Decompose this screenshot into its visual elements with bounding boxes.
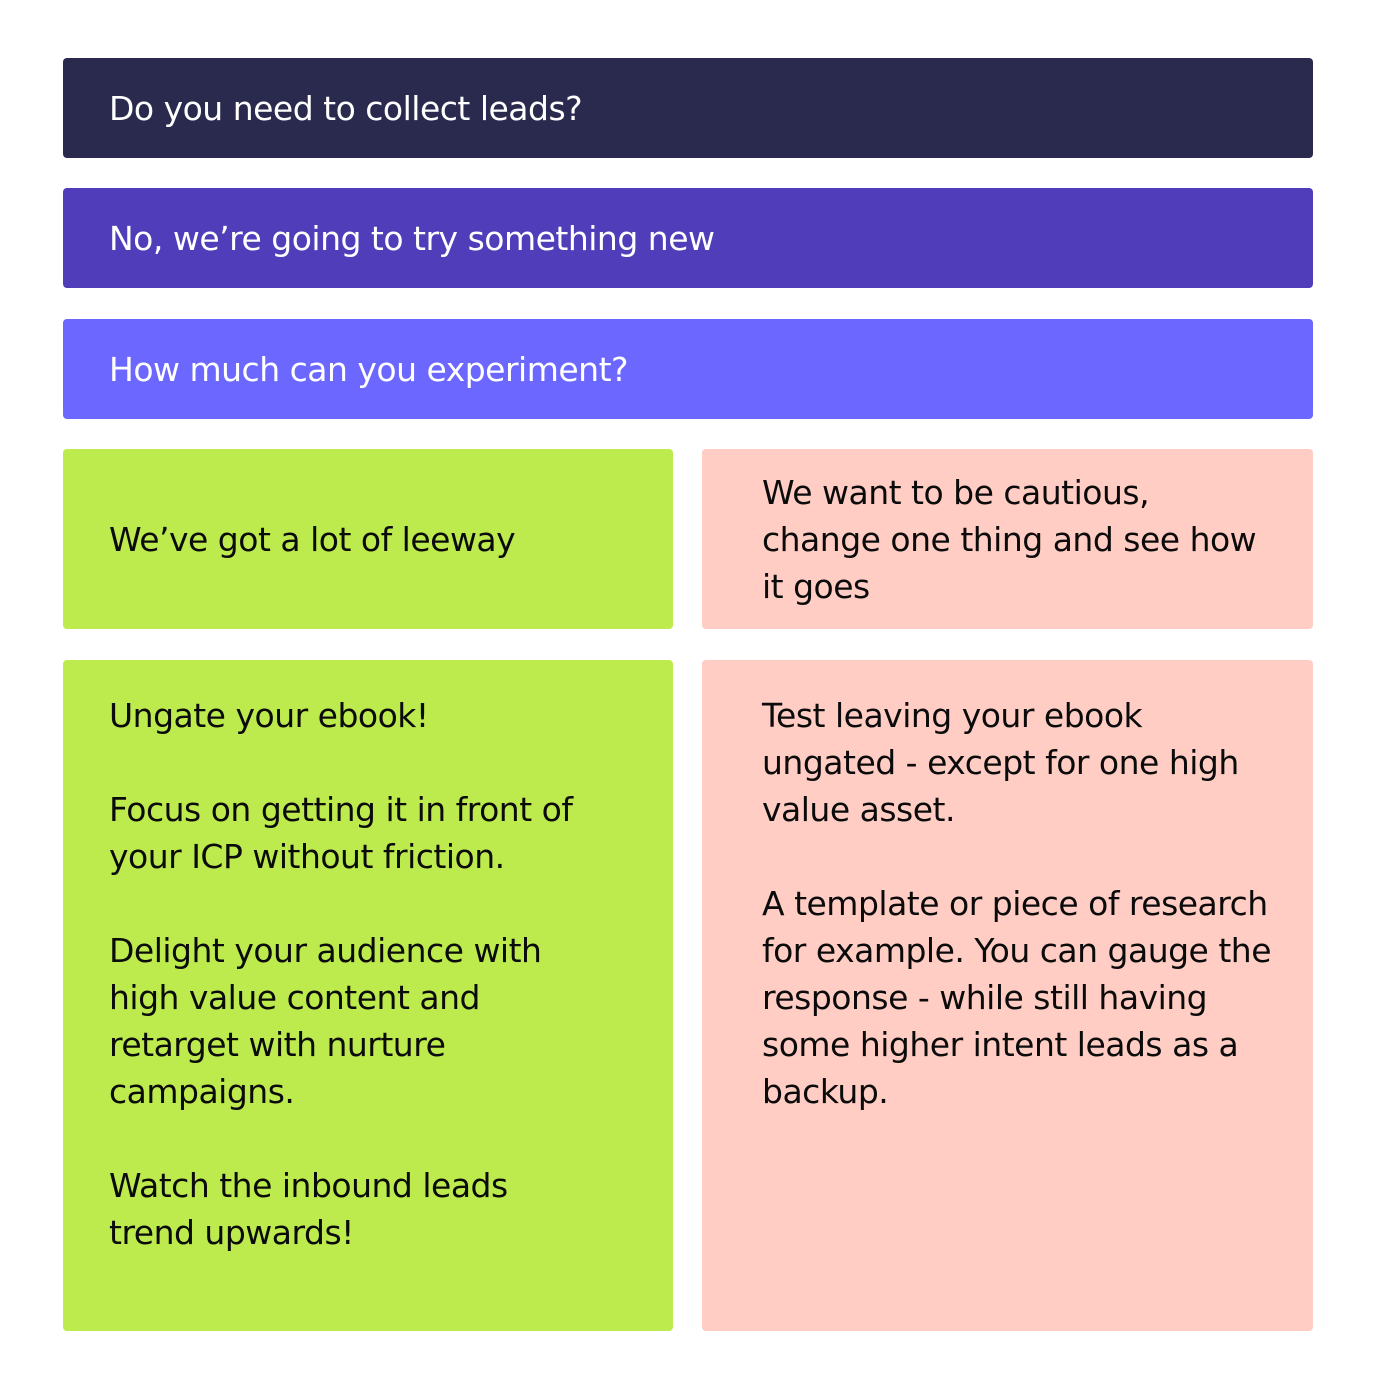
result-paragraph: A template or piece of research for exam… — [762, 884, 1272, 1111]
result-paragraph: Delight your audience with high value co… — [109, 931, 542, 1111]
result-paragraph: Test leaving your ebook ungated - except… — [762, 696, 1239, 829]
result-paragraph: Focus on getting it in front of your ICP… — [109, 790, 573, 876]
question-text: How much can you experiment? — [109, 349, 629, 389]
option-text: We want to be cautious, change one thing… — [762, 472, 1257, 606]
option-leeway: We’ve got a lot of leeway — [63, 449, 673, 629]
result-paragraph: Watch the inbound leads trend upwards! — [109, 1166, 508, 1252]
question-experiment: How much can you experiment? — [63, 319, 1313, 419]
question-text: Do you need to collect leads? — [109, 88, 583, 128]
option-text: We’ve got a lot of leeway — [109, 519, 516, 559]
answer-text: No, we’re going to try something new — [109, 218, 715, 258]
result-leeway: Ungate your ebook! Focus on getting it i… — [63, 660, 673, 1331]
result-paragraph: Ungate your ebook! — [109, 696, 429, 735]
result-cautious: Test leaving your ebook ungated - except… — [702, 660, 1313, 1331]
answer-try-something-new: No, we’re going to try something new — [63, 188, 1313, 288]
option-cautious: We want to be cautious, change one thing… — [702, 449, 1313, 629]
question-collect-leads: Do you need to collect leads? — [63, 58, 1313, 158]
